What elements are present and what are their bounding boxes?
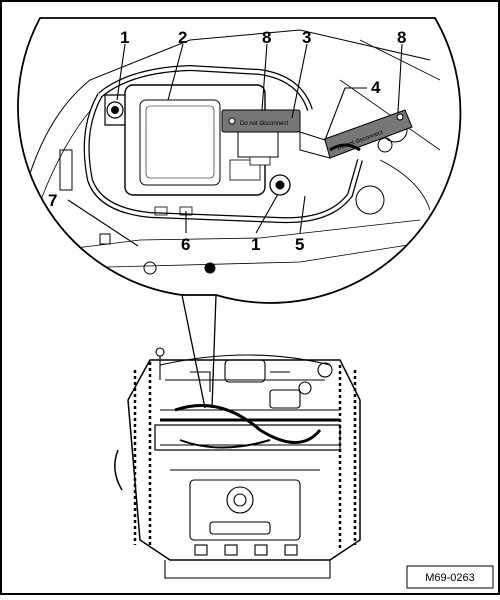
connector-right bbox=[299, 109, 413, 159]
magnifier-leader bbox=[181, 294, 217, 409]
callout-2: 2 bbox=[178, 28, 187, 47]
callout-5: 5 bbox=[295, 235, 304, 254]
seat-frame-overview bbox=[114, 347, 361, 579]
callout-3: 3 bbox=[302, 28, 311, 47]
connector-left bbox=[221, 109, 301, 166]
figure-reference-text: M69-0263 bbox=[425, 572, 475, 584]
left-tag-text: Do not disconnect bbox=[240, 121, 288, 127]
detail-view: Do not disconnect Do not disconnect bbox=[17, 17, 462, 304]
callout-numbers: 1 2 8 3 8 4 7 6 1 5 bbox=[48, 28, 406, 254]
callout-6: 6 bbox=[181, 235, 190, 254]
callout-4: 4 bbox=[371, 78, 381, 97]
callout-8-right: 8 bbox=[397, 28, 406, 47]
callout-1-top: 1 bbox=[120, 28, 129, 47]
callout-1-bottom: 1 bbox=[251, 235, 260, 254]
callout-7: 7 bbox=[48, 191, 57, 210]
callout-8-left: 8 bbox=[262, 28, 271, 47]
figure-reference: M69-0263 bbox=[406, 565, 494, 589]
callout-leaders bbox=[67, 43, 403, 247]
